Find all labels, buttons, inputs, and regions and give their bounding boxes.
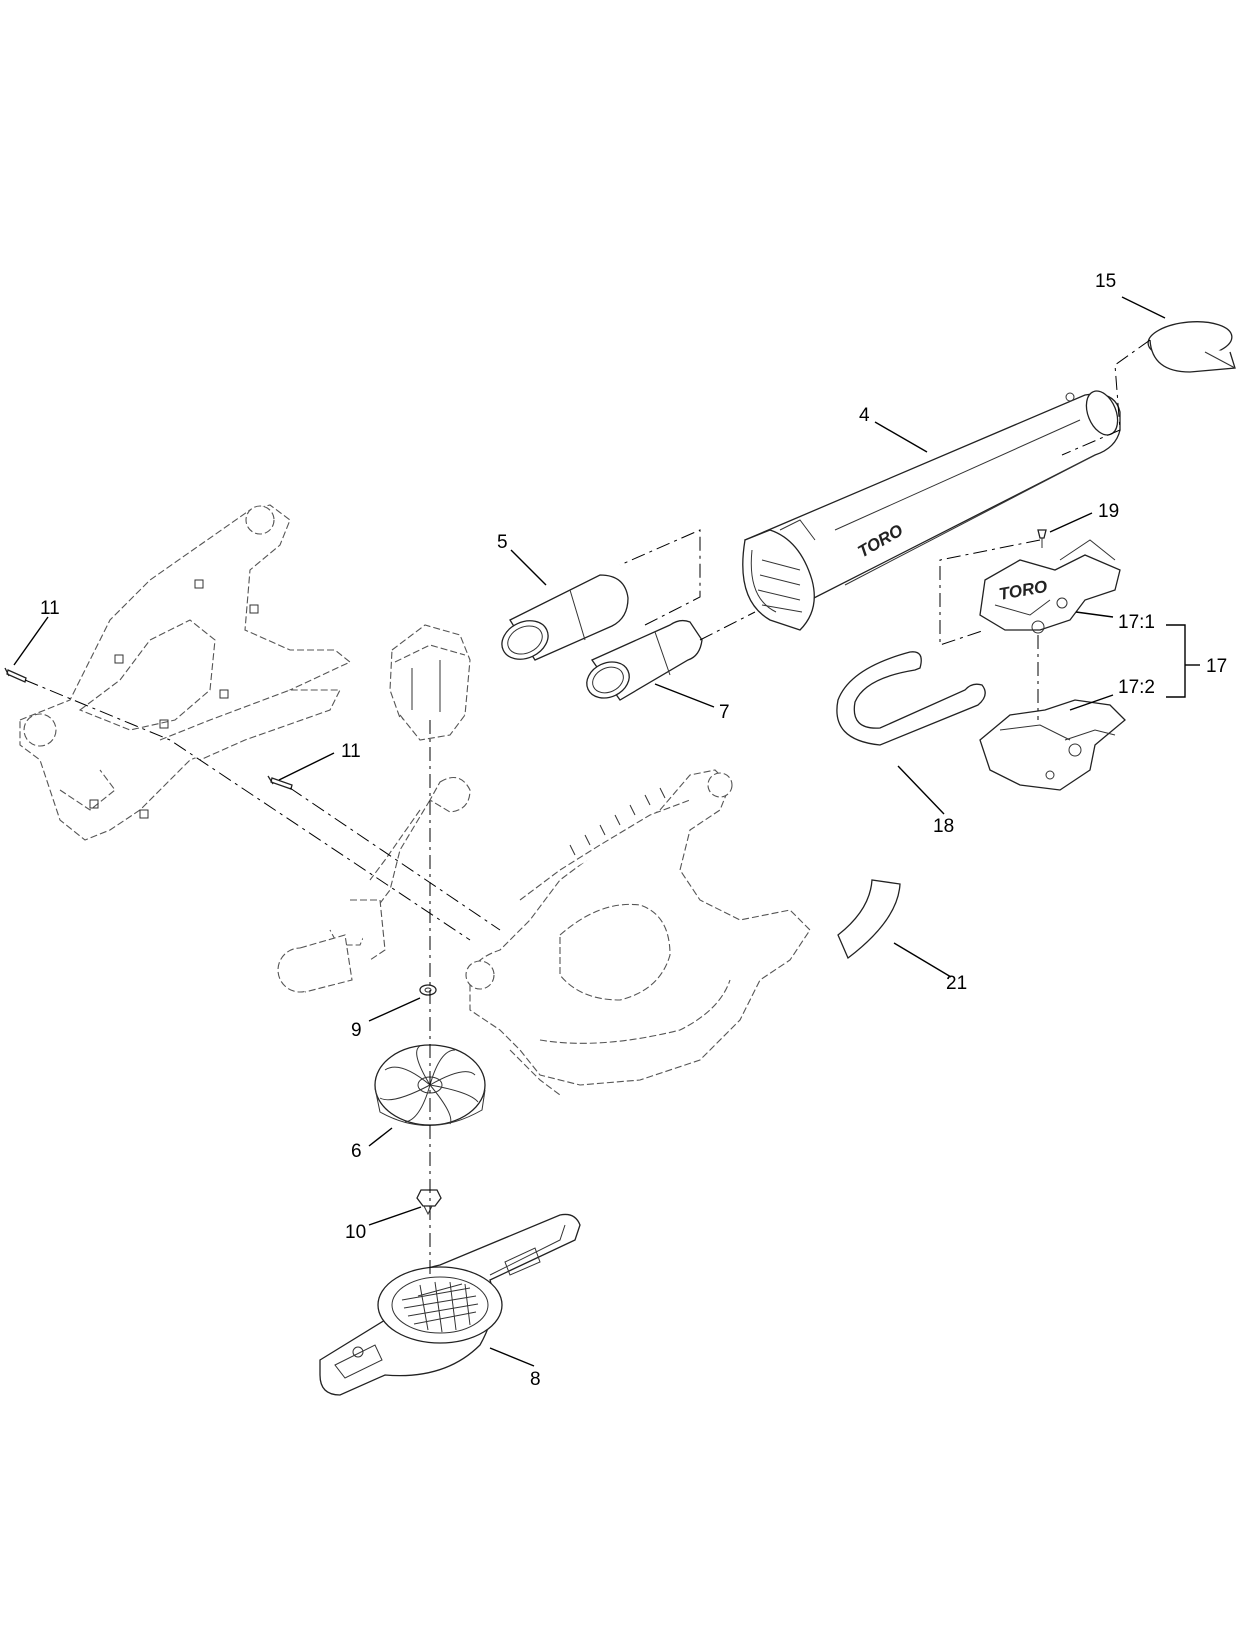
part-5-oval-nozzle[interactable]	[496, 574, 629, 666]
callout-17-2: 17:2	[1118, 677, 1155, 698]
callout-11-left: 11	[40, 598, 60, 619]
right-housing-half	[465, 769, 811, 1096]
callout-9: 9	[351, 1020, 362, 1041]
left-housing-half	[19, 504, 352, 841]
part-11-screw-right[interactable]	[267, 775, 293, 790]
part-17-1-upper-bracket[interactable]: TORO	[979, 539, 1121, 634]
motor	[389, 624, 471, 741]
callout-4: 4	[859, 405, 870, 426]
part-17-2-lower-bracket[interactable]	[979, 699, 1126, 791]
leader-lines	[13, 296, 1200, 1367]
part-10-nut[interactable]	[416, 1189, 442, 1216]
part-8-fan-cover[interactable]	[319, 1213, 581, 1396]
part-18-shoulder-strap[interactable]	[836, 651, 986, 746]
part-11-screw-left[interactable]	[4, 667, 27, 683]
part-7-concentrator-nozzle[interactable]	[581, 619, 703, 705]
part-15-tube-clip[interactable]	[1147, 318, 1236, 373]
callout-21: 21	[946, 973, 967, 994]
part-9-washer[interactable]	[419, 984, 437, 996]
part-19-screw[interactable]	[1037, 529, 1047, 548]
callout-18: 18	[933, 816, 954, 837]
callout-7: 7	[719, 702, 730, 723]
alignment-lines	[24, 339, 1151, 1275]
callout-6: 6	[351, 1141, 362, 1162]
callout-10: 10	[345, 1222, 366, 1243]
callout-17-1: 17:1	[1118, 612, 1155, 633]
switch-wiring-harness	[277, 776, 471, 993]
callout-labels: 15 4 19 5 11 11 7 17:1 17 17:2 18 21 9 6…	[40, 271, 1227, 1390]
part-4-blower-tube[interactable]: TORO	[742, 386, 1124, 631]
callout-8: 8	[530, 1369, 541, 1390]
callout-11-right: 11	[341, 741, 361, 762]
callout-17: 17	[1206, 656, 1227, 677]
callout-5: 5	[497, 532, 508, 553]
callout-15: 15	[1095, 271, 1116, 292]
part-21-pad[interactable]	[837, 879, 901, 960]
callout-19: 19	[1098, 501, 1119, 522]
